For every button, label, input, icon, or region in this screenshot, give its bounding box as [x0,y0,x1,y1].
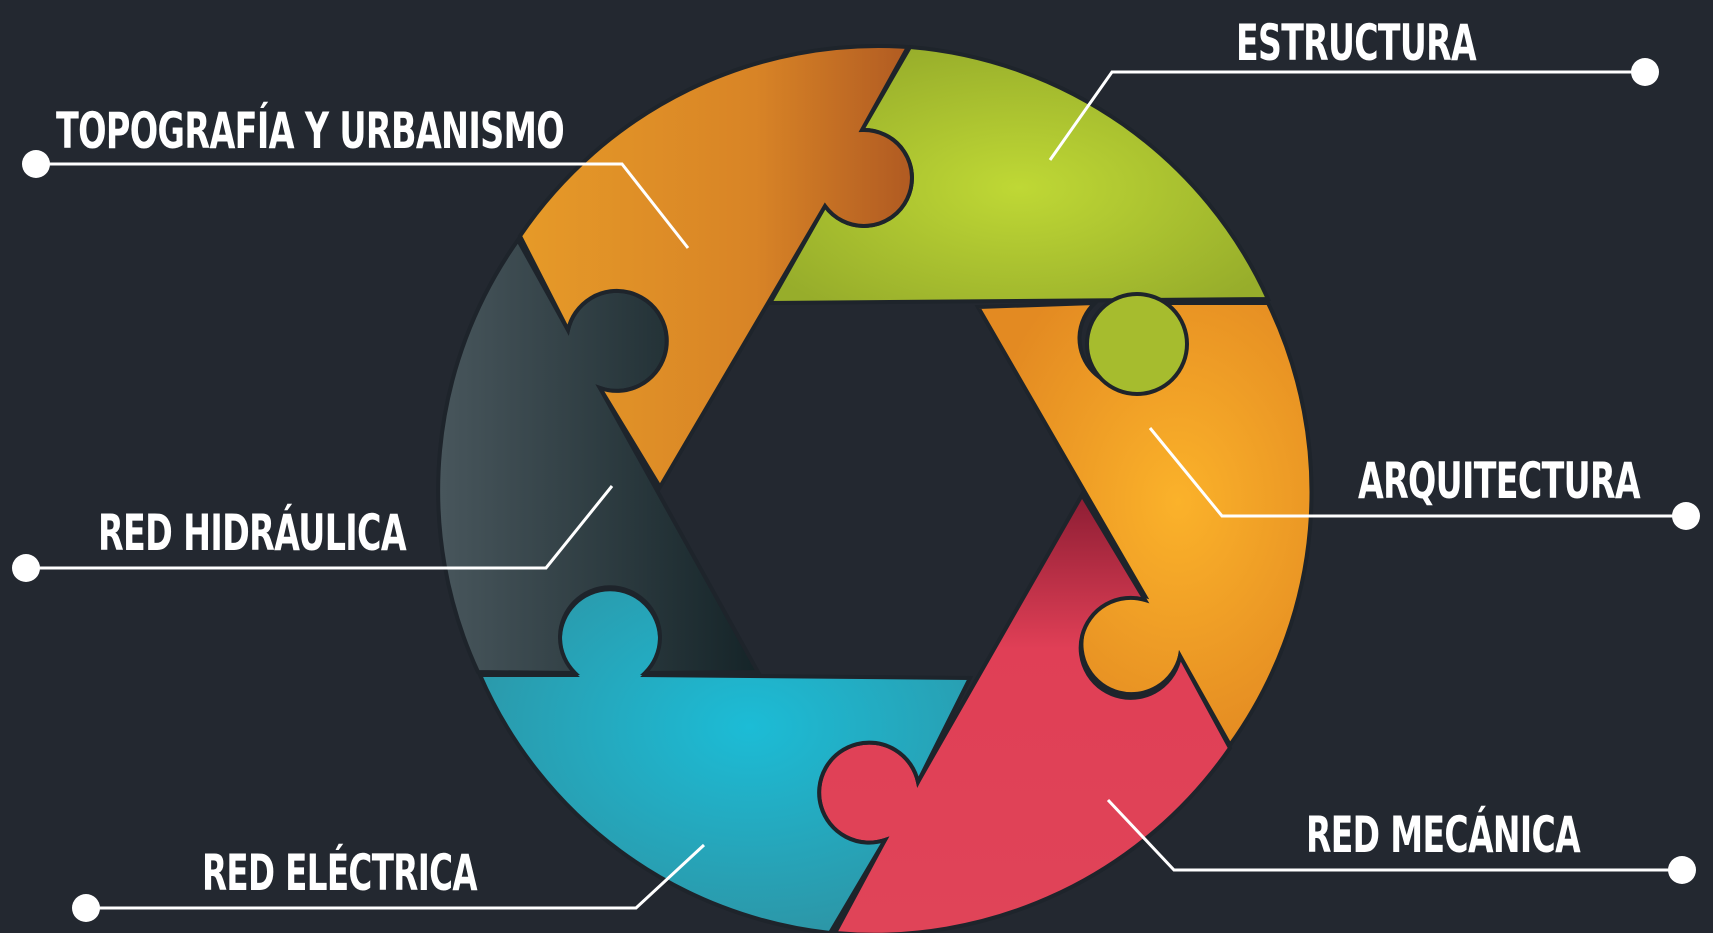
label-arquitectura: ARQUITECTURA [1358,452,1641,510]
leader-dot-topografia [22,150,50,178]
leader-red-hidraulica [12,485,614,582]
segment-topografia [517,44,914,491]
leader-topografia [22,150,690,249]
leader-dot-red-electrica [72,894,100,922]
label-red-electrica: RED ELÉCTRICA [202,843,478,902]
label-topografia: TOPOGRAFÍA Y URBANISMO [56,101,564,160]
label-red-mecanica: RED MECÁNICA [1306,805,1581,864]
label-estructura: ESTRUCTURA [1236,14,1477,72]
leader-arquitectura [1148,427,1700,530]
leader-dot-red-hidraulica [12,554,40,582]
leader-estructura [1048,58,1659,161]
puzzle-knob-estructura [1085,292,1189,396]
leader-dot-red-mecanica [1668,856,1696,884]
leader-red-mecanica [1106,798,1696,884]
leader-dot-estructura [1631,58,1659,86]
label-red-hidraulica: RED HIDRÁULICA [98,503,407,562]
leader-dot-arquitectura [1672,502,1700,530]
leader-red-electrica [72,843,706,922]
